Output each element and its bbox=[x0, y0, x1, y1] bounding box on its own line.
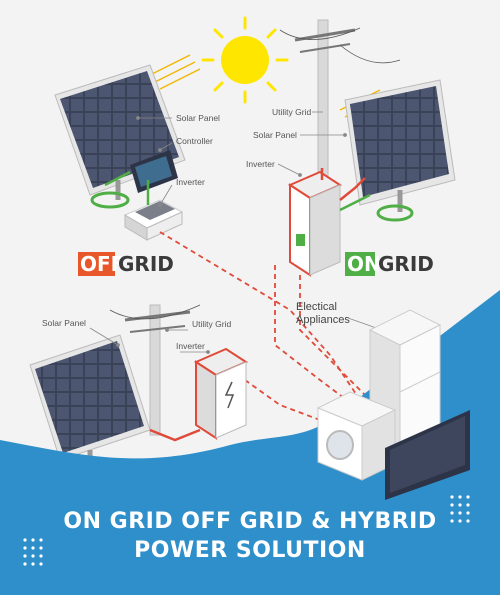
offgrid-inverter bbox=[123, 199, 184, 241]
offgrid-solar-panel-label: Solar Panel bbox=[176, 113, 220, 123]
television-icon bbox=[385, 410, 470, 500]
hybrid-inverter-label: Inverter bbox=[176, 341, 205, 351]
offgrid-suffix: GRID bbox=[118, 252, 174, 276]
ongrid-utility-grid-label: Utility Grid bbox=[272, 107, 311, 117]
decorative-dots-left bbox=[23, 538, 43, 566]
hybrid-solar-panel-label: Solar Panel bbox=[42, 318, 86, 328]
ongrid-title: ON GRID bbox=[345, 252, 434, 276]
offgrid-controller bbox=[130, 150, 178, 193]
ongrid-inverter-label: Inverter bbox=[246, 159, 275, 169]
ongrid-prefix: ON bbox=[347, 252, 381, 276]
ongrid-suffix: GRID bbox=[378, 252, 434, 276]
hybrid-utility-grid-label: Utility Grid bbox=[192, 319, 231, 329]
washing-machine-icon bbox=[316, 391, 397, 481]
ongrid-inverter bbox=[287, 170, 343, 277]
ongrid-utility-pole bbox=[279, 19, 401, 181]
banner-title-line1: ON GRID OFF GRID & HYBRID bbox=[63, 509, 437, 534]
ongrid-solar-panel bbox=[344, 79, 456, 222]
hybrid-utility-pole bbox=[109, 304, 201, 436]
ongrid-solar-panel-label: Solar Panel bbox=[253, 130, 297, 140]
connection-cables bbox=[159, 231, 376, 421]
hybrid-leaders bbox=[89, 327, 210, 354]
appliances-label-line2: Appliances bbox=[296, 314, 350, 326]
hybrid-inverter bbox=[193, 347, 249, 440]
offgrid-leaders bbox=[136, 116, 173, 207]
offgrid-controller-label: Controller bbox=[176, 136, 213, 146]
appliances-label-line1: Electical bbox=[296, 301, 337, 313]
decorative-dots-right bbox=[450, 495, 470, 523]
offgrid-title: OFF GRID bbox=[78, 252, 174, 276]
offgrid-prefix: OFF bbox=[80, 252, 124, 276]
offgrid-inverter-label: Inverter bbox=[176, 177, 205, 187]
banner-title-line2: POWER SOLUTION bbox=[134, 538, 366, 563]
ongrid-leaders bbox=[277, 111, 347, 177]
sun-icon bbox=[201, 16, 289, 104]
hybrid-solar-panel bbox=[29, 334, 151, 474]
